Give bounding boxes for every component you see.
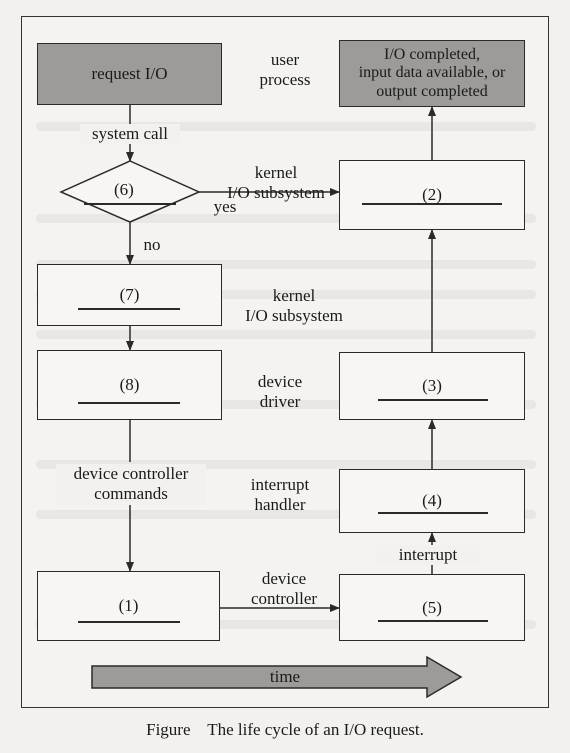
device-driver-label: device driver <box>257 372 303 412</box>
kernel-io-subsystem-label-1: kernel I/O subsystem <box>227 163 325 203</box>
yes-label: yes <box>213 197 237 216</box>
underline-rule <box>78 621 180 623</box>
underline-rule <box>362 203 502 205</box>
step-7-label: (7) <box>119 285 140 305</box>
device-controller-label: device controller <box>250 569 318 609</box>
interrupt-handler-label: interrupt handler <box>250 475 310 515</box>
time-label: time <box>269 667 301 686</box>
step-5-box: (5) <box>339 574 525 641</box>
time-arrow <box>91 655 463 699</box>
underline-rule <box>378 620 488 622</box>
step-1-label: (1) <box>118 596 139 616</box>
step-6-label: (6) <box>114 180 134 199</box>
step-2-box: (2) <box>339 160 525 230</box>
system-call-label: system call <box>80 124 180 145</box>
step-4-box: (4) <box>339 469 525 533</box>
underline-rule <box>378 512 488 514</box>
step-1-box: (1) <box>37 571 220 641</box>
step-5-label: (5) <box>422 597 442 617</box>
step-3-label: (3) <box>422 376 442 396</box>
request-io-label: request I/O <box>91 64 168 84</box>
device-controller-commands-label: device controller commands <box>56 464 206 505</box>
decision-diamond <box>59 160 201 223</box>
underline-rule <box>78 308 180 310</box>
request-io-box: request I/O <box>37 43 222 105</box>
io-completed-label: I/O completed, input data available, or … <box>358 45 506 100</box>
underline-rule <box>378 399 488 401</box>
step-3-box: (3) <box>339 352 525 420</box>
io-completed-box: I/O completed, input data available, or … <box>339 40 525 107</box>
no-label: no <box>143 235 161 254</box>
step-8-box: (8) <box>37 350 222 420</box>
step-2-label: (2) <box>422 185 442 205</box>
interrupt-label: interrupt <box>376 545 480 566</box>
underline-rule <box>84 203 176 205</box>
step-8-label: (8) <box>119 375 140 395</box>
step-7-box: (7) <box>37 264 222 326</box>
user-process-label: user process <box>259 50 311 90</box>
underline-rule <box>78 402 180 404</box>
step-4-label: (4) <box>422 491 442 511</box>
kernel-io-subsystem-label-2: kernel I/O subsystem <box>245 286 343 326</box>
figure-caption: Figure The life cycle of an I/O request. <box>146 720 424 739</box>
